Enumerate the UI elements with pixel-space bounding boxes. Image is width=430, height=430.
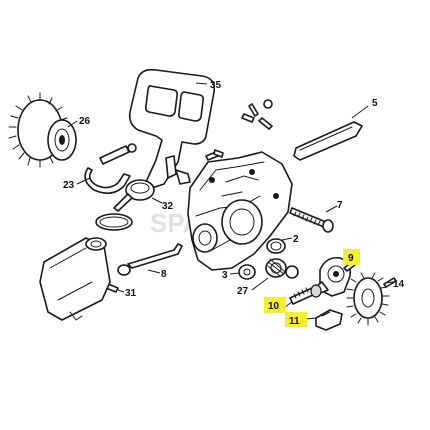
oil-cap-assembly: [95, 179, 155, 231]
bearing: [266, 238, 286, 254]
long-screw: [289, 207, 334, 233]
label-31: 31: [125, 288, 137, 299]
label-5: 5: [372, 98, 378, 109]
highlight-9: [343, 249, 360, 265]
crankcase: [187, 151, 293, 271]
label-2: 2: [293, 234, 299, 245]
label-23: 23: [63, 180, 75, 191]
label-26: 26: [79, 116, 91, 127]
clamp-bracket: [84, 143, 137, 194]
label-11: 11: [289, 316, 300, 327]
small-pins: [205, 99, 273, 161]
oil-tank: [39, 237, 111, 321]
washer: [238, 264, 256, 280]
cover-plate: [293, 121, 363, 161]
clutch-drum-gear: [8, 92, 77, 168]
label-14: 14: [393, 279, 405, 290]
label-35: 35: [210, 80, 222, 91]
pump-cam: [315, 309, 343, 331]
label-7: 7: [337, 200, 343, 211]
needle-cage: [265, 258, 299, 279]
label-27: 27: [237, 286, 249, 297]
worm-gear: [346, 272, 397, 326]
label-8: 8: [161, 269, 167, 280]
highlight-11: [285, 312, 307, 327]
rod: [117, 243, 183, 276]
label-9: 9: [348, 253, 354, 264]
label-32: 32: [162, 201, 174, 212]
label-3: 3: [222, 270, 228, 281]
highlight-10: [264, 297, 286, 313]
pump-piston: [289, 284, 322, 305]
label-10: 10: [268, 301, 280, 312]
rear-handle: [128, 68, 216, 189]
